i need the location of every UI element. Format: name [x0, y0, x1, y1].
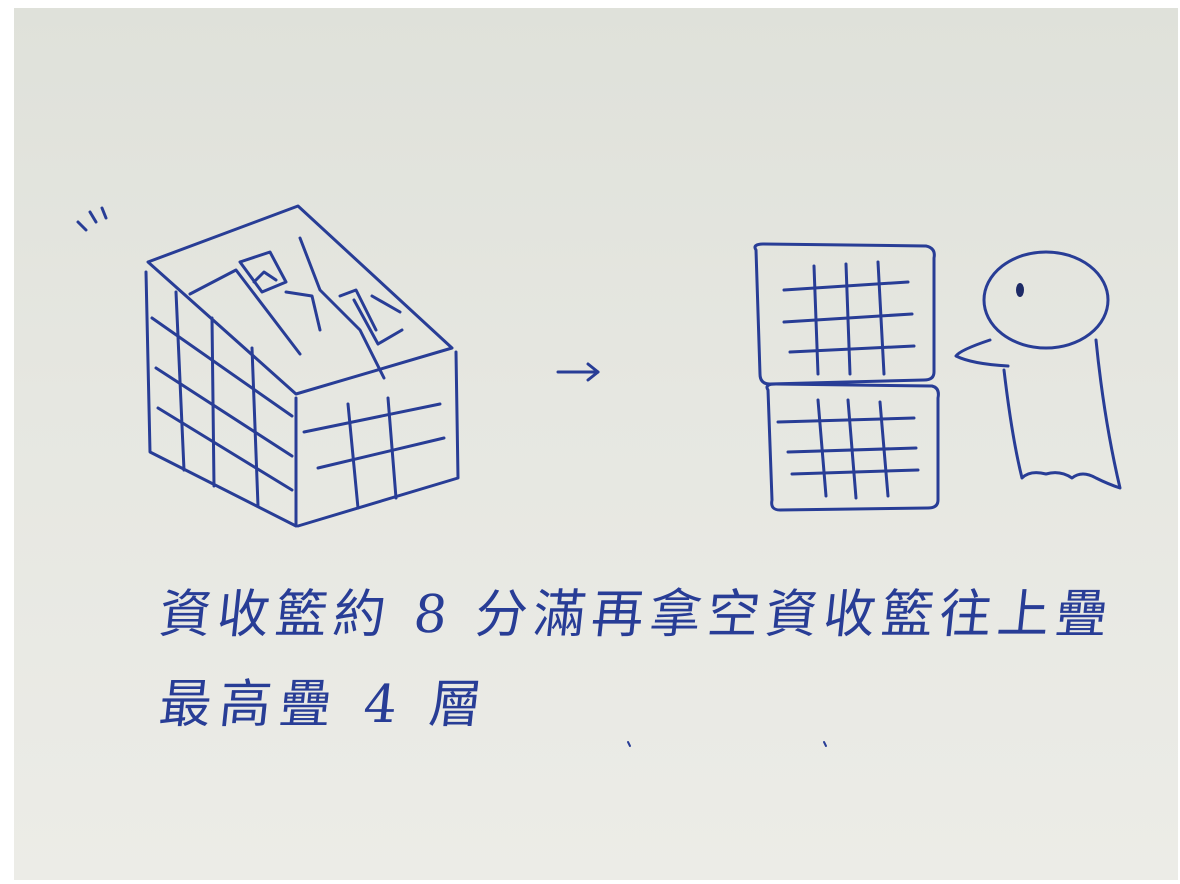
caption-line-2: 最高疊 4 層 [156, 675, 493, 735]
caption-line-1: 資收籃約 8 分滿再拿空資收籃往上疊 [156, 585, 1117, 645]
stacked-baskets [753, 242, 940, 512]
cartoon-figure [954, 250, 1122, 490]
arrow-icon [556, 362, 600, 382]
paper-sheet [14, 8, 1178, 880]
emphasis-marks [76, 206, 108, 232]
full-recycling-basket [144, 204, 460, 528]
